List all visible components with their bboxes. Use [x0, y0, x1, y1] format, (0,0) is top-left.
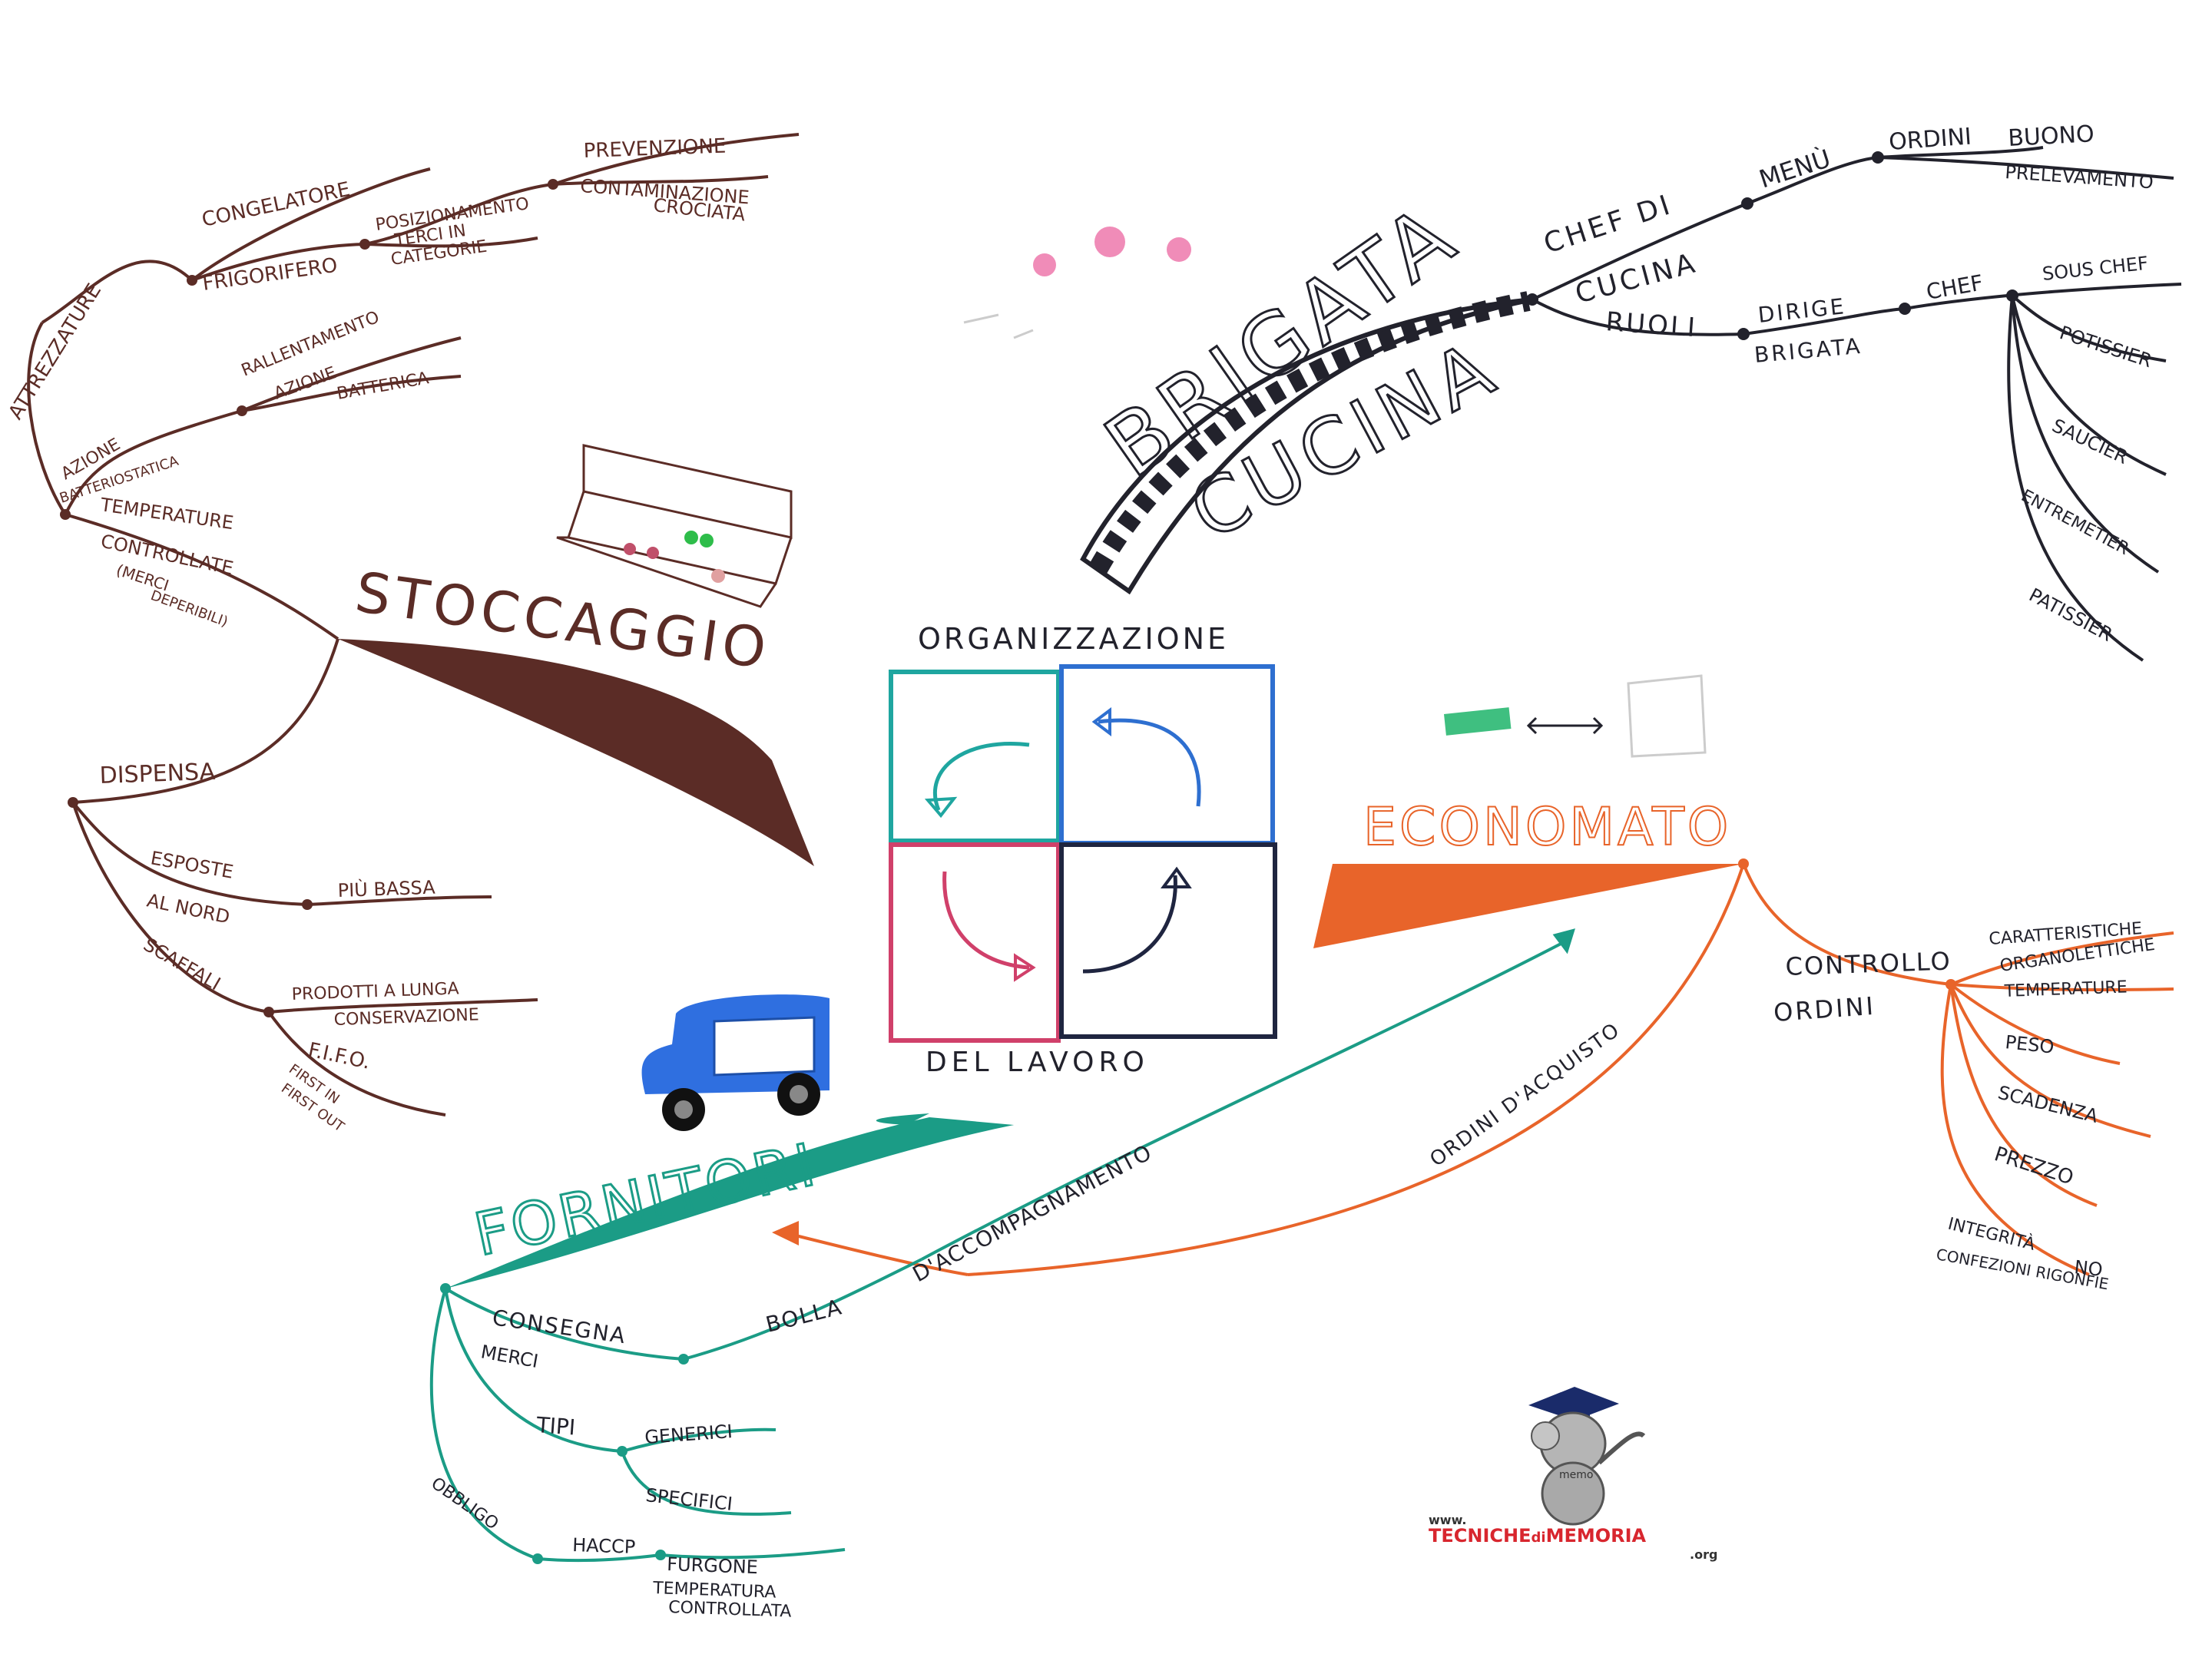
label-dirige: DIRIGE: [1757, 293, 1847, 328]
cycle-arrow-teal: [932, 742, 1030, 811]
label-temperature: TEMPERATURE: [98, 494, 235, 534]
chef-hats-illustration: [963, 227, 1191, 339]
label-dispensa: DISPENSA: [99, 759, 216, 789]
label-fifo: F.I.F.O.: [306, 1039, 373, 1074]
site-logo: memo www. TECNICHEdiMEMORIA .org: [1429, 1387, 1717, 1562]
logo-prefix: www.: [1429, 1513, 1466, 1527]
logo-word-memoria: MEMORIA: [1546, 1525, 1647, 1546]
label-controllo: CONTROLLO: [1785, 946, 1952, 981]
label-peso: PESO: [2004, 1031, 2055, 1058]
branch-economato: ECONOMATO CONTROLLO ORDINI CARATTERISTIC…: [772, 674, 2174, 1293]
quadrant-blue: [1059, 664, 1275, 845]
label-esposte: ESPOSTE: [149, 847, 235, 882]
label-tipi: TIPI: [535, 1412, 577, 1441]
label-ordini-acquisto: ORDINI D'ACQUISTO: [1426, 1018, 1624, 1172]
label-prevenzione: PREVENZIONE: [583, 135, 727, 163]
quadrant-teal: [889, 670, 1061, 843]
label-ordini: ORDINI: [1888, 124, 1972, 156]
branch-fornitori: FORNITORI CONSEGNA MERCI BOLLA D'ACCOMPA…: [428, 928, 1575, 1622]
label-scaffali: SCAFFALI: [140, 934, 224, 995]
logo-suffix: .org: [1690, 1547, 1717, 1562]
quadrant-pink: [889, 842, 1061, 1043]
cycle-arrow-blue: [1098, 718, 1201, 807]
label-sous-chef: SOUS CHEF: [2041, 253, 2149, 285]
label-accompagnamento: D'ACCOMPAGNAMENTO: [909, 1140, 1157, 1287]
branch-stoccaggio: STOCCAGGIO ATTREZZ: [4, 133, 814, 1136]
label-congelatore: CONGELATORE: [200, 178, 352, 232]
mascot-tag-label: memo: [1559, 1469, 1593, 1481]
label-menu: MENÙ: [1755, 143, 1834, 194]
stoccaggio-main-branch: [338, 639, 814, 866]
label-attrezzature: ATTREZZATURE: [4, 280, 106, 424]
label-deperibili: DEPERIBILI): [148, 587, 230, 630]
cycle-arrow-pink: [942, 871, 1030, 970]
fornitori-title: FORNITORI: [469, 1130, 823, 1269]
label-al-nord: AL NORD: [145, 889, 232, 928]
economato-title: ECONOMATO: [1363, 797, 1731, 858]
label-batterica: BATTERICA: [336, 369, 431, 404]
label-cucina: CUCINA: [1572, 247, 1701, 310]
logo-wordmark: TECNICHEdiMEMORIA: [1429, 1525, 1647, 1546]
money-exchange-illustration: [1444, 674, 1707, 758]
label-temperature-econ: TEMPERATURE: [2003, 978, 2128, 1001]
cycle-arrow-navy: [1082, 875, 1177, 974]
central-image: ORGANIZZAZIONE DEL LAVORO: [889, 622, 1277, 1078]
label-specifici: SPECIFICI: [644, 1484, 733, 1515]
label-obbligo: OBBLIGO: [428, 1474, 502, 1533]
label-role-potissier: POTISSIER: [2057, 322, 2154, 372]
label-consegna: CONSEGNA: [491, 1305, 628, 1348]
label-furgone: FURGONE: [667, 1553, 759, 1578]
label-prezzo: PREZZO: [1992, 1143, 2076, 1189]
label-haccp: HACCP: [572, 1534, 636, 1558]
label-brigata-small: BRIGATA: [1753, 333, 1863, 368]
elephant-mascot-icon: memo: [1528, 1387, 1646, 1526]
label-generici: GENERICI: [644, 1421, 733, 1448]
label-merci: (MERCI: [114, 561, 171, 595]
shelf-illustration: [556, 444, 793, 608]
truck-illustration: [641, 994, 830, 1131]
label-no: NO: [2073, 1256, 2104, 1281]
logo-word-tecniche: TECNICHE: [1429, 1525, 1532, 1546]
label-controllata: CONTROLLATA: [668, 1598, 792, 1622]
label-temperatura: TEMPERATURA: [652, 1579, 777, 1603]
label-buono: BUONO: [2008, 121, 2095, 152]
label-role-saucier: SAUCIER: [2048, 415, 2131, 468]
label-conservazione: CONSERVAZIONE: [333, 1005, 479, 1030]
quadrant-navy: [1059, 842, 1277, 1039]
branch-brigata-cucina: BRIGATA CUCINA CHEF DI CUCINA MENÙ ORDIN…: [963, 121, 2182, 662]
center-bottom-label: DEL LAVORO: [926, 1047, 1149, 1078]
label-ruoli: RUOLI: [1604, 306, 1698, 343]
label-piu-bassa: PIÙ BASSA: [337, 875, 436, 901]
label-ordini-econ: ORDINI: [1773, 991, 1876, 1027]
label-prelevamento: PRELEVAMENTO: [2005, 161, 2154, 193]
label-prodotti: PRODOTTI A LUNGA: [291, 979, 459, 1004]
economato-main-branch: [1313, 864, 1743, 948]
label-role-entremetier: ENTREMETIER: [2018, 486, 2132, 559]
label-chef-di: CHEF DI: [1540, 189, 1677, 260]
label-merci: MERCI: [479, 1341, 540, 1372]
label-bolla: BOLLA: [763, 1294, 846, 1338]
label-scadenza: SCADENZA: [1996, 1082, 2101, 1127]
center-top-label: ORGANIZZAZIONE: [918, 622, 1229, 656]
label-rallentamento: RALLENTAMENTO: [239, 308, 382, 381]
logo-word-di: di: [1532, 1530, 1546, 1546]
